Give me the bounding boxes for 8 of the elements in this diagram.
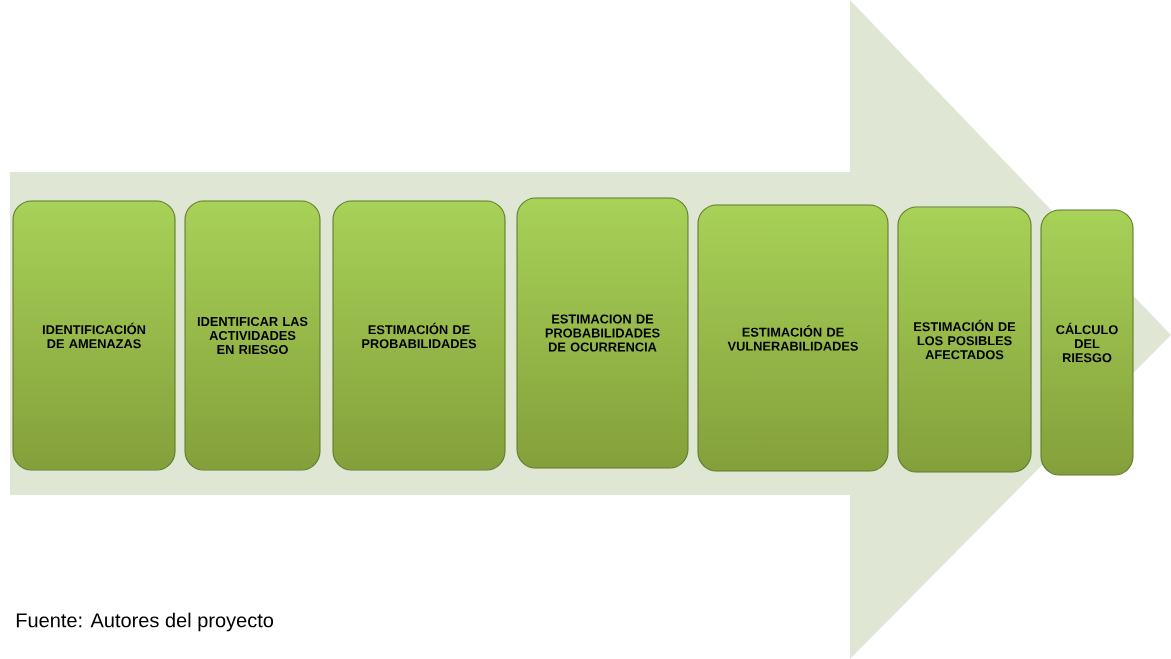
step-box: ESTIMACION DE PROBABILIDADES DE OCURRENCIA (516, 197, 689, 469)
step-box: ESTIMACIÓN DE VULNERABILIDADES (697, 204, 889, 472)
step-box: ESTIMACIÓN DE PROBABILIDADES (332, 200, 506, 471)
step-box: CÁLCULO DEL RIESGO (1040, 209, 1134, 476)
caption: Fuente: Autores del proyecto (16, 612, 274, 632)
step-box: IDENTIFICAR LAS ACTIVIDADES EN RIESGO (184, 200, 321, 471)
step-box: IDENTIFICACIÓN DE AMENAZAS (12, 200, 176, 471)
step-box: ESTIMACIÓN DE LOS POSIBLES AFECTADOS (897, 206, 1032, 473)
